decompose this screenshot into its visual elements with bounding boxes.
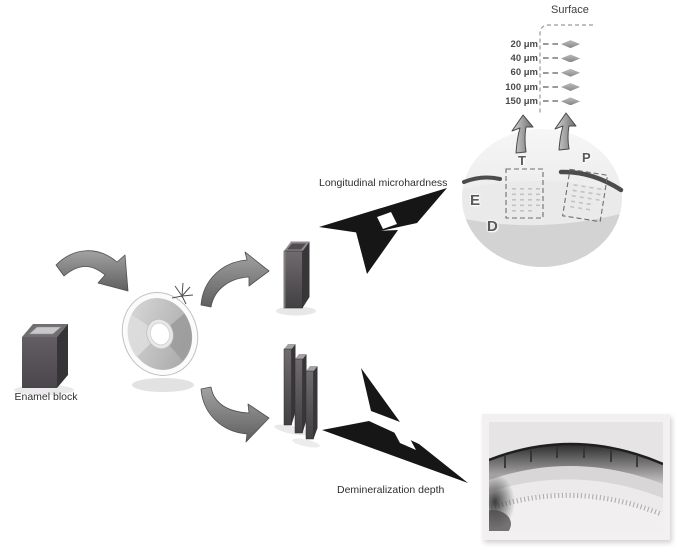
- spark-icon: [171, 282, 194, 305]
- up-arrow-icon: [511, 114, 534, 154]
- black-arrow-to-microhardness: [319, 188, 447, 274]
- curved-arrow-disc-to-slices: [200, 386, 270, 443]
- depth-marker-label: 150 μm: [505, 95, 538, 107]
- micrograph-photo: [482, 414, 670, 540]
- placebo-area-box: [562, 168, 609, 223]
- indentation-diamond-icon: [561, 54, 580, 63]
- depth-marker-row: 40 μm: [492, 51, 580, 65]
- black-arrow-to-demineralization: [322, 368, 468, 483]
- enamel-block-label: Enamel block: [14, 391, 78, 403]
- surface-line-right: [558, 169, 624, 193]
- indentation-grid-P: [570, 184, 602, 211]
- longitudinal-microhardness-label: Longitudinal microhardness: [319, 177, 448, 189]
- slice-specimens: [274, 344, 320, 448]
- label-test-area: T: [518, 153, 526, 168]
- indentation-diamond-icon: [561, 40, 580, 49]
- demineralization-depth-label: Demineralization depth: [337, 484, 445, 496]
- dashed-leader: [543, 71, 558, 74]
- enamel-block-illustration: [14, 324, 74, 395]
- depth-marker-label: 60 μm: [510, 67, 538, 79]
- indentation-diamond-icon: [561, 97, 580, 106]
- measurement-ticks: [504, 446, 638, 468]
- depth-marker-label: 20 μm: [510, 38, 538, 50]
- label-dentin: D: [487, 218, 498, 235]
- dashed-leader: [543, 100, 558, 103]
- depth-marker-row: 60 μm: [492, 66, 580, 80]
- depth-marker-row: 150 μm: [492, 94, 580, 108]
- surface-line-left: [462, 175, 502, 184]
- depth-marker-label: 40 μm: [510, 52, 538, 64]
- dashed-leader: [543, 43, 558, 46]
- curved-arrow-block-to-disc: [55, 250, 129, 292]
- indentation-grid-T: [512, 188, 540, 212]
- test-area-box: [505, 168, 544, 219]
- surface-bracket: [539, 24, 593, 113]
- dashed-leader: [543, 86, 558, 89]
- depth-marker-label: 100 μm: [505, 81, 538, 93]
- slab-specimen: [276, 241, 316, 316]
- surface-title: Surface: [551, 4, 589, 16]
- depth-marker-row: 20 μm: [492, 37, 580, 51]
- dashed-leader: [543, 57, 558, 60]
- indentation-diamond-icon: [561, 83, 580, 92]
- up-arrow-icon: [554, 112, 577, 151]
- indentation-diamond-icon: [561, 68, 580, 77]
- depth-marker-list: 20 μm 40 μm 60 μm 100 μm 150 μm: [492, 37, 580, 108]
- label-placebo-area: P: [582, 150, 591, 165]
- depth-marker-row: 100 μm: [492, 80, 580, 94]
- micrograph-image: [489, 422, 663, 531]
- label-enamel: E: [470, 192, 481, 209]
- curved-arrow-disc-to-slab: [200, 251, 270, 308]
- cutting-disc-illustration: [121, 282, 199, 392]
